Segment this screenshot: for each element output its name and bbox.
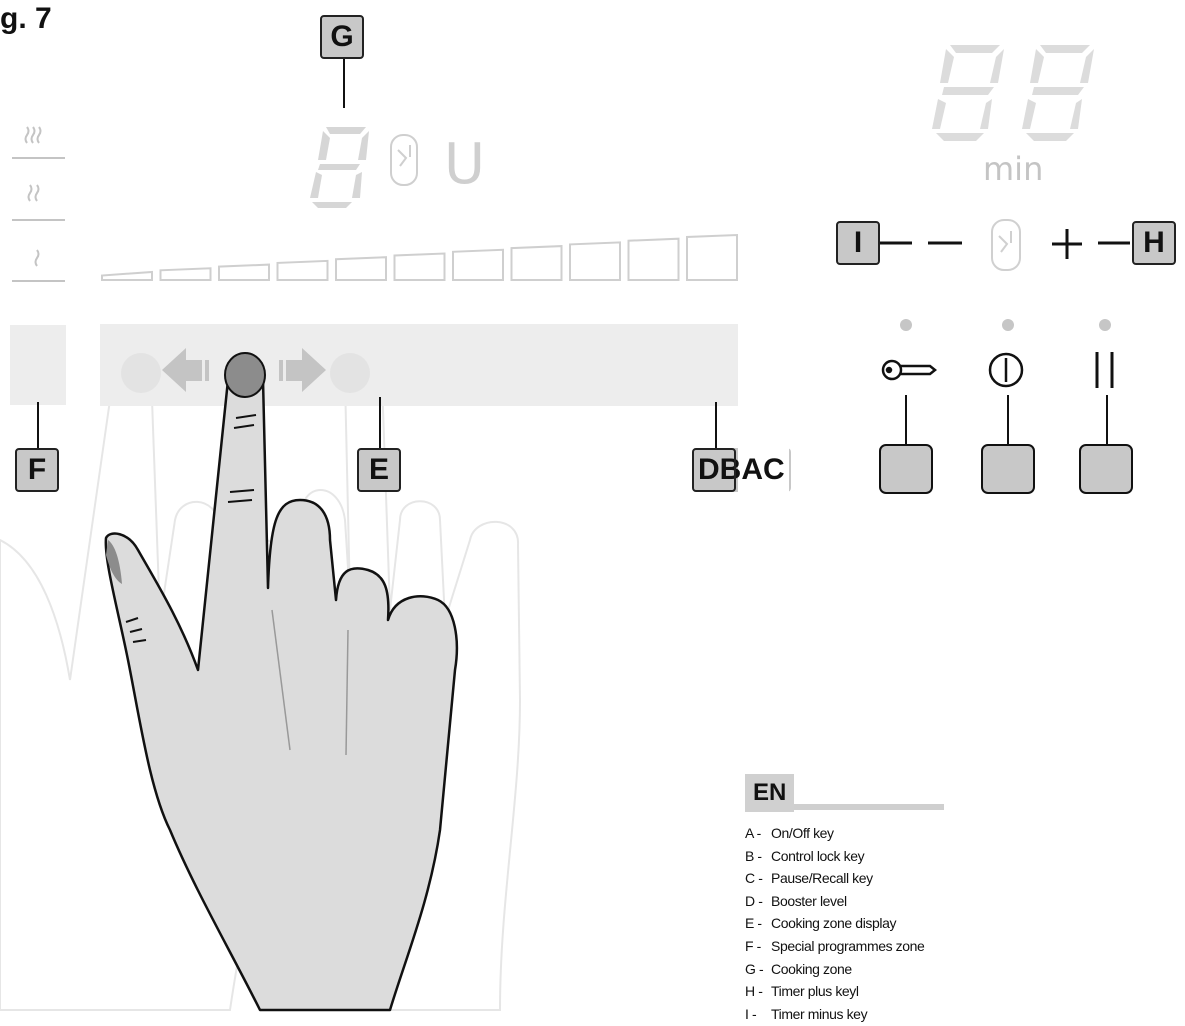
power-level-box-3 bbox=[218, 263, 270, 281]
ghost-fingertip-right bbox=[330, 353, 370, 393]
key-lock-icon bbox=[881, 359, 938, 381]
legend-item: I - Timer minus key bbox=[745, 1003, 985, 1026]
power-level-box-4 bbox=[276, 259, 329, 281]
hand-creases bbox=[125, 414, 257, 643]
control-lock-button[interactable] bbox=[879, 444, 933, 494]
legend-key: C - bbox=[745, 870, 763, 887]
legend-key: H - bbox=[745, 983, 763, 1000]
legend-key: B - bbox=[745, 847, 762, 864]
callout-H: H bbox=[1132, 221, 1176, 265]
on-off-button[interactable] bbox=[981, 444, 1035, 494]
leader-lines bbox=[37, 58, 1108, 448]
timer-clock-icon bbox=[991, 219, 1021, 271]
arrow-left-icon bbox=[162, 348, 209, 392]
legend-text: Pause/Recall key bbox=[771, 870, 873, 887]
legend-language: EN bbox=[745, 774, 795, 812]
callout-I: I bbox=[836, 221, 880, 265]
legend-key: G - bbox=[745, 960, 764, 977]
status-indicators bbox=[900, 319, 1111, 331]
legend-item: B - Control lock key bbox=[745, 845, 985, 868]
timer-minus-icon[interactable] bbox=[925, 228, 965, 258]
legend-text: Cooking zone bbox=[771, 960, 852, 977]
power-level-bars bbox=[101, 233, 738, 281]
legend-item: C - Pause/Recall key bbox=[745, 867, 985, 890]
legend-item: E - Cooking zone display bbox=[745, 912, 985, 935]
legend-text: Cooking zone display bbox=[771, 915, 897, 932]
legend-item: G - Cooking zone bbox=[745, 958, 985, 981]
power-icon bbox=[988, 352, 1024, 388]
legend-key: E - bbox=[745, 915, 762, 932]
heat-waves-icon bbox=[12, 126, 65, 282]
legend-key: D - bbox=[745, 892, 763, 909]
callout-G: G bbox=[320, 15, 364, 59]
legend-text: Timer minus key bbox=[771, 1005, 868, 1022]
legend-text: Special programmes zone bbox=[771, 937, 925, 954]
seven-segment-digit bbox=[310, 127, 369, 208]
legend-item: A - On/Off key bbox=[745, 822, 985, 845]
zone-unit-letter: U bbox=[444, 132, 485, 197]
timer-controls bbox=[880, 229, 1130, 259]
legend-text: Timer plus keyl bbox=[771, 983, 859, 1000]
arrow-right-icon bbox=[279, 348, 326, 392]
timer-digits bbox=[932, 45, 1094, 141]
legend-text: Control lock key bbox=[771, 847, 865, 864]
special-programmes-pad[interactable] bbox=[10, 325, 66, 405]
callout-F: F bbox=[15, 448, 59, 492]
finger-gaps bbox=[271, 609, 349, 756]
figure-label: g. 7 bbox=[0, 2, 52, 35]
legend-key: I - bbox=[745, 1005, 757, 1022]
legend: EN A - On/Off key B - Control lock key C - Pa… bbox=[745, 770, 985, 1025]
power-level-box-2 bbox=[159, 267, 212, 281]
clock-icon bbox=[390, 134, 418, 186]
pause-icon bbox=[1095, 352, 1114, 388]
legend-key: F - bbox=[745, 937, 761, 954]
legend-list: A - On/Off key B - Control lock key C - Pause… bbox=[745, 822, 985, 1025]
callout-DBAC: DBAC bbox=[692, 448, 791, 492]
power-level-box-1 bbox=[101, 270, 153, 281]
power-level-box-8 bbox=[510, 245, 563, 281]
legend-item: F - Special programmes zone bbox=[745, 935, 985, 958]
legend-rule bbox=[794, 804, 945, 810]
legend-header: EN bbox=[745, 770, 985, 812]
legend-item: D - Booster level bbox=[745, 890, 985, 913]
ghost-fingertip-left bbox=[121, 353, 161, 393]
timer-plus-icon[interactable] bbox=[1050, 228, 1086, 262]
legend-text: On/Off key bbox=[771, 825, 834, 841]
power-level-box-6 bbox=[393, 252, 446, 281]
power-level-box-7 bbox=[452, 248, 504, 281]
timer-unit-label: min bbox=[983, 150, 1044, 188]
legend-text: Booster level bbox=[771, 892, 847, 909]
fingertip-nail bbox=[224, 352, 266, 398]
legend-key: A - bbox=[745, 825, 761, 841]
power-level-box-10 bbox=[627, 237, 680, 281]
legend-item: H - Timer plus keyl bbox=[745, 980, 985, 1003]
pause-recall-button[interactable] bbox=[1079, 444, 1133, 494]
power-level-box-9 bbox=[569, 241, 621, 281]
power-level-box-11 bbox=[686, 233, 738, 281]
callout-E: E bbox=[357, 448, 401, 492]
power-level-box-5 bbox=[335, 256, 387, 281]
